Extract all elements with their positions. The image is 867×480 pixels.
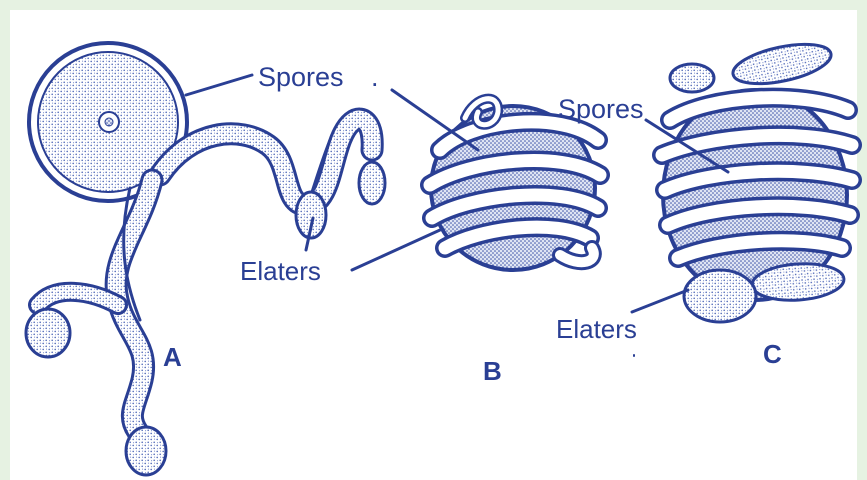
elater-a-1 — [160, 119, 385, 238]
elater-a-2 — [26, 180, 166, 475]
elater-c-tip-bottom-left — [684, 270, 756, 322]
label-spores-c: Spores — [558, 94, 644, 124]
label-panel-a: A — [163, 342, 182, 372]
label-elaters-c: Elaters — [556, 314, 637, 344]
group-c — [662, 37, 852, 322]
leader-spores-a-to-spore — [186, 75, 252, 95]
label-panel-b: B — [483, 356, 502, 386]
label-spores-a: Spores — [258, 62, 344, 92]
leader-elaters-c — [632, 290, 688, 312]
label-elaters-b: Elaters — [240, 256, 321, 286]
leader-elaters-b-to-b — [352, 230, 440, 270]
group-b — [430, 99, 600, 270]
elater-c-tip-left — [670, 64, 714, 92]
elater-c-tip-top — [730, 37, 835, 91]
group-a — [26, 43, 385, 475]
label-panel-c: C — [763, 339, 782, 369]
label-spores-a-dot: . — [371, 62, 379, 92]
